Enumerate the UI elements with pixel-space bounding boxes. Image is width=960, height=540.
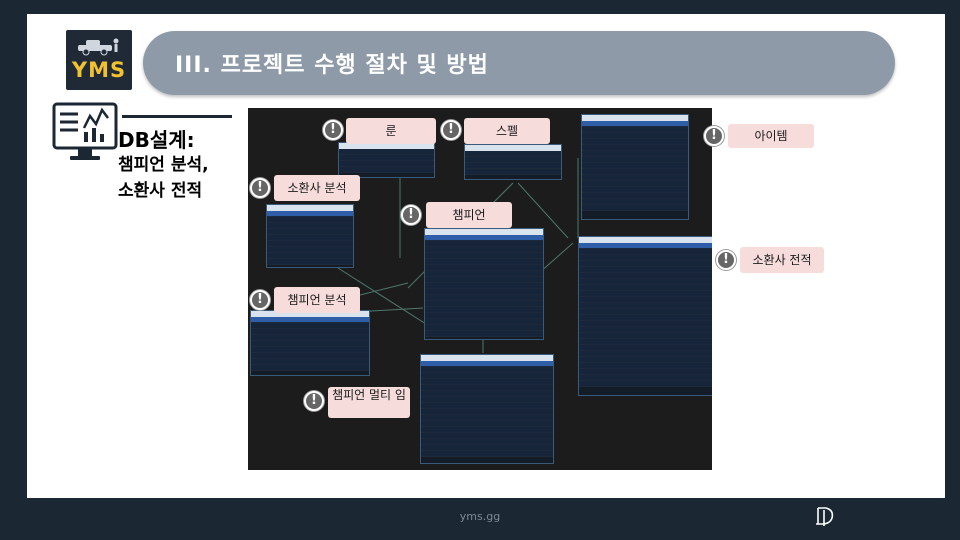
callout-rune-text: 룬 xyxy=(385,124,397,138)
yms-logo: YMS xyxy=(66,30,132,90)
table-item xyxy=(581,114,689,220)
callout-spell: 스펠 xyxy=(464,118,550,144)
callout-champion-multi-text: 챔피언 멀티 임 xyxy=(332,388,406,402)
callout-summoner-analysis-text: 소환사 분석 xyxy=(287,181,347,195)
car-icon xyxy=(78,38,119,56)
section-heading-line2: 챔피언 분석, xyxy=(118,155,209,175)
alert-icon: ! xyxy=(716,250,736,270)
callout-champion-analysis: 챔피언 분석 xyxy=(274,287,360,313)
alert-icon: ! xyxy=(704,126,724,146)
section-heading: DB설계: 챔피언 분석, 소환사 전적 xyxy=(118,128,209,204)
alert-icon: ! xyxy=(250,290,270,310)
footer: yms.gg xyxy=(0,498,960,540)
footer-site: yms.gg xyxy=(459,510,501,523)
section-heading-line1: DB설계: xyxy=(118,128,195,152)
table-champion-analysis xyxy=(250,310,370,376)
alert-icon: ! xyxy=(401,205,421,225)
alert-icon: ! xyxy=(323,120,343,140)
callout-item: 아이템 xyxy=(728,124,814,148)
callout-champion-text: 챔피언 xyxy=(452,208,486,222)
table-rune xyxy=(338,142,435,178)
callout-champion-analysis-text: 챔피언 분석 xyxy=(287,293,347,307)
logo-text: YMS xyxy=(71,58,127,82)
table-champion-multi xyxy=(420,354,554,464)
callout-summoner-analysis: 소환사 분석 xyxy=(274,175,360,201)
section-heading-line3: 소환사 전적 xyxy=(118,181,203,201)
alert-icon: ! xyxy=(304,391,324,411)
callout-champion: 챔피언 xyxy=(426,202,512,228)
callout-match-history-text: 소환사 전적 xyxy=(752,253,812,267)
table-champion xyxy=(424,228,544,340)
page-title: III. 프로젝트 수행 절차 및 방법 xyxy=(175,53,489,78)
table-spell xyxy=(464,144,562,180)
callout-spell-text: 스펠 xyxy=(495,124,519,138)
callout-champion-multi: 챔피언 멀티 임 xyxy=(328,387,410,418)
alert-icon: ! xyxy=(441,120,461,140)
monitor-chart-icon xyxy=(52,102,118,160)
title-underline xyxy=(122,115,232,118)
signature-logo-icon xyxy=(816,507,834,526)
alert-icon: ! xyxy=(250,178,270,198)
callout-item-text: 아이템 xyxy=(754,129,788,143)
callout-match-history: 소환사 전적 xyxy=(740,247,824,273)
table-match-history xyxy=(578,236,712,396)
title-bar: III. 프로젝트 수행 절차 및 방법 xyxy=(143,31,895,95)
table-summoner-analysis xyxy=(266,204,354,268)
callout-rune: 룬 xyxy=(346,118,436,144)
